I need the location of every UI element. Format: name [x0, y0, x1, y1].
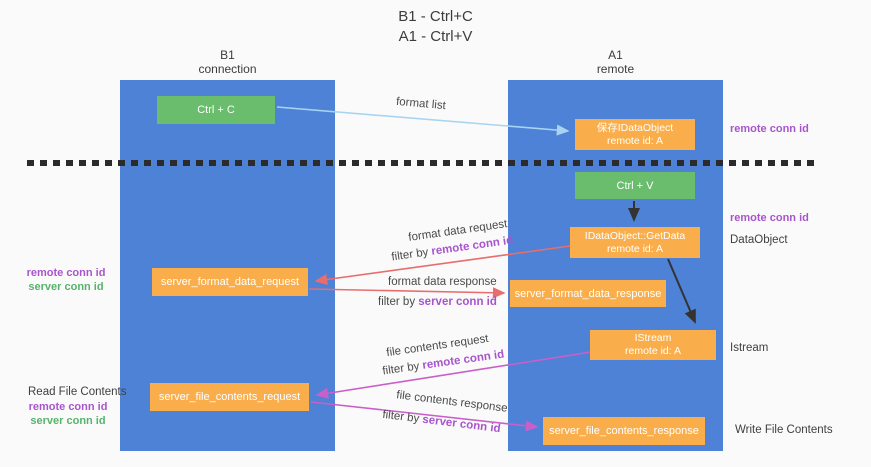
filter-server-conn-id: server conn id — [418, 296, 497, 308]
flow-label-format-list: format list — [396, 96, 447, 112]
node-ctrl-v-label: Ctrl + V — [616, 179, 654, 192]
flow-label-format-data-response-text: format data response — [388, 276, 497, 288]
lifeline-a1-name: A1 — [608, 48, 623, 62]
side-label-group-file: remote conn id server conn id — [22, 400, 114, 428]
lifeline-b1-role: connection — [198, 62, 257, 76]
side-label-read-file-contents: Read File Contents — [28, 386, 127, 398]
node-server-format-data-response-label: server_format_data_response — [514, 287, 662, 300]
lifeline-a1-role: remote — [596, 62, 635, 76]
node-istream-line2: remote id: A — [624, 345, 682, 357]
node-idataobject-getdata: IDataObject::GetData remote id: A — [570, 227, 700, 258]
flow-label-file-contents-response: file contents response — [396, 389, 509, 415]
side-label-remote-conn-id-top: remote conn id — [730, 123, 809, 135]
node-istream-line1: IStream — [634, 332, 672, 344]
side-label-server-conn-id-left: server conn id — [28, 281, 104, 293]
filter-server-conn-id: server conn id — [421, 413, 502, 436]
lifeline-header-a1: A1 remote — [508, 48, 723, 76]
node-server-file-contents-response: server_file_contents_response — [543, 417, 705, 445]
side-label-remote-conn-id-left-2: remote conn id — [28, 401, 108, 413]
diagram-title: B1 - Ctrl+C A1 - Ctrl+V — [0, 7, 871, 47]
filter-by-prefix: filter by — [381, 360, 421, 378]
node-istream: IStream remote id: A — [590, 330, 716, 360]
node-ctrl-v: Ctrl + V — [575, 172, 695, 199]
node-ctrl-c: Ctrl + C — [157, 96, 275, 124]
filter-by-prefix: filter by — [381, 408, 420, 426]
lifeline-header-b1: B1 connection — [120, 48, 335, 76]
flow-label-format-list-text: format list — [395, 95, 447, 113]
node-server-file-contents-request: server_file_contents_request — [150, 383, 309, 411]
title-line-1: B1 - Ctrl+C — [398, 8, 473, 25]
title-line-2: A1 - Ctrl+V — [398, 28, 473, 45]
filter-by-prefix: filter by — [390, 246, 430, 264]
side-label-remote-conn-id-left: remote conn id — [26, 267, 106, 279]
node-ctrl-c-label: Ctrl + C — [197, 104, 235, 116]
side-label-server-conn-id-left-2: server conn id — [30, 415, 106, 427]
node-server-file-contents-request-label: server_file_contents_request — [158, 391, 301, 403]
side-label-dataobject: DataObject — [730, 234, 788, 246]
node-server-format-data-request: server_format_data_request — [152, 268, 308, 296]
flow-label-filter-server-2: filter by server conn id — [382, 409, 501, 435]
node-idataobject-getdata-line2: remote id: A — [606, 242, 664, 255]
flow-label-format-data-response: format data response — [388, 276, 497, 288]
flow-label-file-contents-response-text: file contents response — [395, 389, 509, 415]
node-idataobject-getdata-line1: IDataObject::GetData — [584, 229, 686, 242]
side-label-write-file-contents: Write File Contents — [735, 424, 833, 436]
node-server-format-data-request-label: server_format_data_request — [160, 276, 300, 288]
flow-label-filter-server-1: filter by server conn id — [378, 296, 497, 308]
side-label-istream: Istream — [730, 342, 769, 354]
node-server-format-data-response: server_format_data_response — [510, 280, 666, 307]
lifeline-b1-name: B1 — [220, 48, 235, 62]
side-label-group-format: remote conn id server conn id — [20, 266, 112, 294]
arrow-format-data-response — [308, 287, 506, 299]
node-save-idataobject-line1: 保存IDataObject — [596, 121, 674, 134]
node-server-file-contents-response-label: server_file_contents_response — [549, 425, 699, 437]
side-label-remote-conn-id-mid: remote conn id — [730, 212, 809, 224]
node-save-idataobject: 保存IDataObject remote id: A — [575, 119, 695, 150]
filter-by-prefix: filter by — [378, 296, 416, 308]
node-save-idataobject-line2: remote id: A — [606, 134, 664, 147]
